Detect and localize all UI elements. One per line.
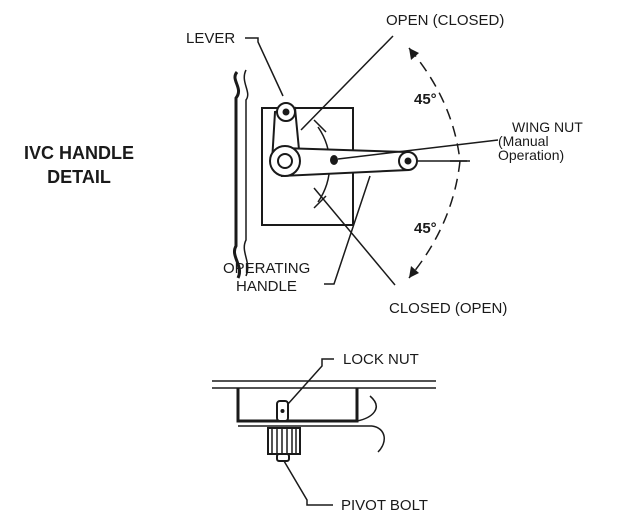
rotation-arc [408, 47, 470, 279]
lock-nut [276, 400, 289, 422]
label-closed-open: CLOSED (OPEN) [389, 300, 507, 317]
pivot-bolt [267, 427, 301, 462]
label-wing-nut-line2: (Manual [498, 133, 549, 149]
leader-wing-nut [337, 139, 499, 160]
duct-wall [233, 69, 249, 279]
arc-arrow-top-icon [409, 48, 419, 60]
label-wing-nut-line1: WING NUT [512, 119, 583, 135]
leader-lever [245, 37, 284, 97]
label-wing-nut-line3: Operation) [498, 147, 564, 163]
leader-lock-nut [287, 358, 334, 405]
label-operating-line1: OPERATING [223, 260, 310, 277]
leader-pivot-bolt [283, 460, 333, 506]
label-angle-bottom: 45° [414, 220, 437, 237]
label-lock-nut: LOCK NUT [343, 351, 419, 368]
quadrant-mark-bottom [313, 195, 327, 209]
diagram-title-line1: IVC HANDLE [24, 143, 134, 163]
side-view [212, 380, 436, 453]
wing-nut [330, 155, 338, 165]
operating-handle [269, 145, 418, 178]
label-operating-line2: HANDLE [236, 278, 297, 295]
open-position-line [300, 35, 394, 131]
label-open-closed: OPEN (CLOSED) [386, 12, 504, 29]
label-lever: LEVER [186, 30, 235, 47]
label-pivot-bolt: PIVOT BOLT [341, 497, 428, 514]
quadrant-mark-top [313, 119, 327, 133]
arc-arrow-bottom-icon [409, 266, 419, 278]
diagram-title-line2: DETAIL [47, 167, 111, 187]
leader-operating-handle [324, 175, 371, 285]
label-angle-top: 45° [414, 91, 437, 108]
closed-position-line [313, 187, 396, 286]
